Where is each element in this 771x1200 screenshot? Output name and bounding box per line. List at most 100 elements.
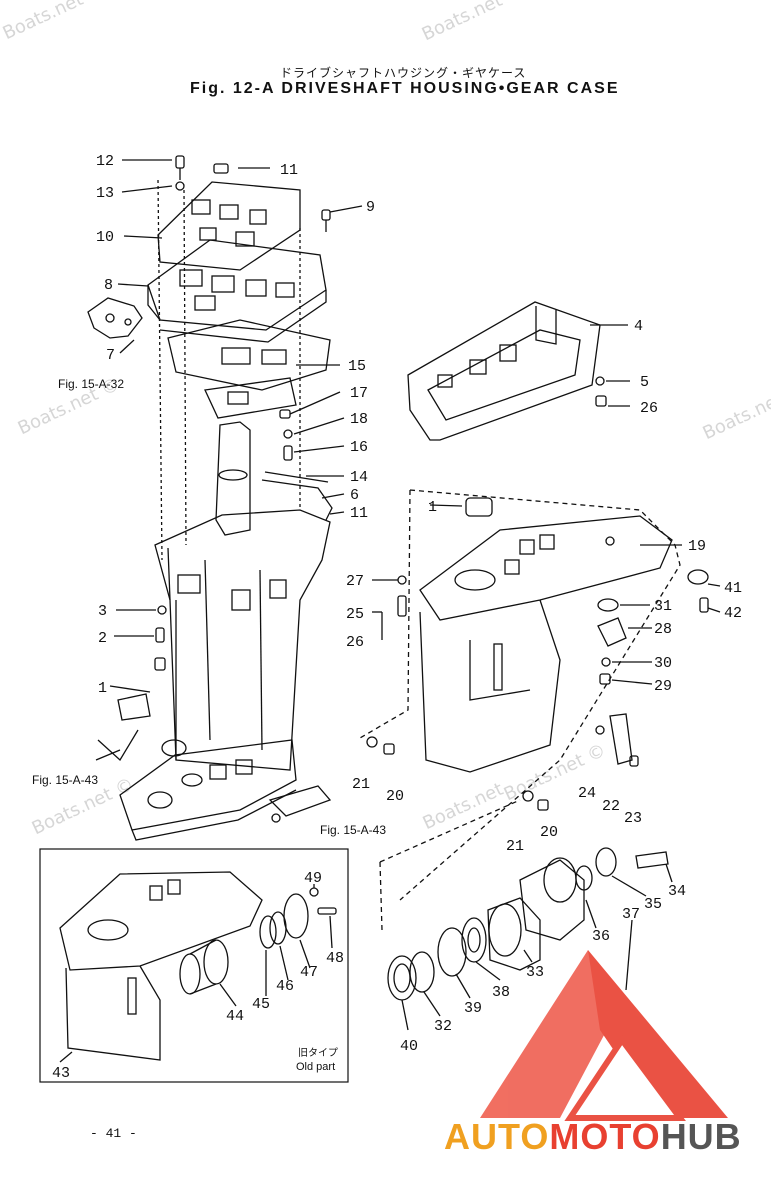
bolt-34-icon	[635, 851, 669, 869]
part-label-49: 49	[304, 870, 322, 887]
o-ring-39-icon	[437, 927, 467, 977]
parts-linework	[39, 155, 721, 1083]
part-label-11b: 11	[350, 505, 368, 522]
washer-13-icon	[175, 181, 185, 191]
part-label-46: 46	[276, 978, 294, 995]
washer-21-icon	[366, 736, 378, 748]
part-label-31: 31	[654, 598, 672, 615]
part-label-25: 25	[346, 606, 364, 623]
part-label-11: 11	[280, 162, 298, 179]
gear-case-body-icon	[419, 599, 561, 773]
part-22-icon	[609, 713, 633, 765]
part-label-43: 43	[52, 1065, 70, 1082]
part-label-24: 24	[578, 785, 596, 802]
page-number: - 41 -	[90, 1126, 137, 1141]
ref-fig-15-a-32: Fig. 15-A-32	[58, 377, 124, 391]
bolt-20-icon	[383, 743, 395, 755]
cover-1-icon	[117, 693, 151, 721]
ring-32-icon	[409, 951, 435, 993]
part-label-36: 36	[592, 928, 610, 945]
part-label-29: 29	[654, 678, 672, 695]
part-label-40: 40	[400, 1038, 418, 1055]
automotohub-logo-icon	[480, 950, 728, 1121]
washer-27-icon	[397, 575, 407, 585]
washer-24-icon	[595, 725, 605, 735]
part-label-27: 27	[346, 573, 364, 590]
bolt-48-icon	[317, 907, 337, 915]
part-label-6: 6	[350, 487, 359, 504]
part-label-15: 15	[348, 358, 366, 375]
inset-frame	[39, 848, 349, 1083]
part-label-42: 42	[724, 605, 742, 622]
part-label-5: 5	[640, 374, 649, 391]
upper-cover-4-icon	[407, 301, 601, 441]
part-label-35: 35	[644, 896, 662, 913]
gasket-15-icon	[167, 319, 331, 391]
brand-moto: MOTO	[549, 1116, 661, 1157]
part-label-12: 12	[96, 153, 114, 170]
bolt-2-icon	[155, 627, 165, 643]
bolt-9-icon	[321, 209, 331, 221]
carrier-36-icon	[519, 859, 585, 941]
gasket-10-icon	[157, 181, 301, 271]
washer-35-icon	[595, 847, 617, 877]
part-label-32: 32	[434, 1018, 452, 1035]
part-label-7: 7	[106, 347, 115, 364]
driveshaft-tube-icon	[215, 421, 251, 536]
pin-37-icon	[625, 919, 633, 991]
part-label-30: 30	[654, 655, 672, 672]
bolt-17-icon	[279, 409, 291, 419]
plate-8-icon	[147, 239, 327, 331]
part-label-2: 2	[98, 630, 107, 647]
bearing-38-icon	[461, 917, 487, 963]
brand-hub: HUB	[660, 1116, 742, 1157]
part-label-21b: 21	[506, 838, 524, 855]
part-label-44: 44	[226, 1008, 244, 1025]
part-label-48: 48	[326, 950, 344, 967]
part-label-19: 19	[688, 538, 706, 555]
part-label-4: 4	[634, 318, 643, 335]
part-label-1b: 1	[428, 499, 437, 516]
part-label-41: 41	[724, 580, 742, 597]
part-label-10: 10	[96, 229, 114, 246]
inset-gear-case-icon	[59, 871, 263, 971]
ref-fig-15-a-43-bottom: Fig. 15-A-43	[320, 823, 386, 837]
part-label-26b: 26	[346, 634, 364, 651]
part-label-3: 3	[98, 603, 107, 620]
part-label-20: 20	[386, 788, 404, 805]
part-label-28: 28	[654, 621, 672, 638]
part-label-39: 39	[464, 1000, 482, 1017]
part-label-34: 34	[668, 883, 686, 900]
title-japanese: ドライブシャフトハウジング・ギヤケース	[280, 66, 527, 80]
part-28-icon	[597, 617, 627, 647]
part-label-21: 21	[352, 776, 370, 793]
bearing-housing-33-icon	[487, 897, 541, 971]
part-label-47: 47	[300, 964, 318, 981]
bolt-16-icon	[283, 445, 293, 461]
washer-49-icon	[309, 887, 319, 897]
bracket-7-icon	[87, 297, 143, 339]
brand-wordmark: AUTOMOTOHUB	[444, 1116, 742, 1158]
part-label-38: 38	[492, 984, 510, 1001]
driveshaft-housing-icon	[154, 509, 331, 771]
part-label-45: 45	[252, 996, 270, 1013]
cover-plate-icon	[268, 785, 332, 817]
bolt-23-icon	[629, 755, 639, 767]
part-label-23: 23	[624, 810, 642, 827]
ref-fig-15-a-43-left: Fig. 15-A-43	[32, 773, 98, 787]
washer-31-icon	[597, 598, 619, 612]
part-label-18: 18	[350, 411, 368, 428]
seal-45-icon	[259, 915, 277, 949]
washer-5-icon	[595, 376, 605, 386]
part-label-33: 33	[526, 964, 544, 981]
part-label-26: 26	[640, 400, 658, 417]
inset-old-part-label: Old part	[296, 1061, 335, 1073]
bolt-11-icon	[213, 163, 229, 174]
part-label-16: 16	[350, 439, 368, 456]
page-title: Fig. 12-A DRIVESHAFT HOUSING•GEAR CASE	[190, 80, 620, 97]
part-41-icon	[687, 569, 709, 585]
bolt-26-icon	[595, 395, 607, 407]
housing-47-icon	[283, 893, 309, 939]
